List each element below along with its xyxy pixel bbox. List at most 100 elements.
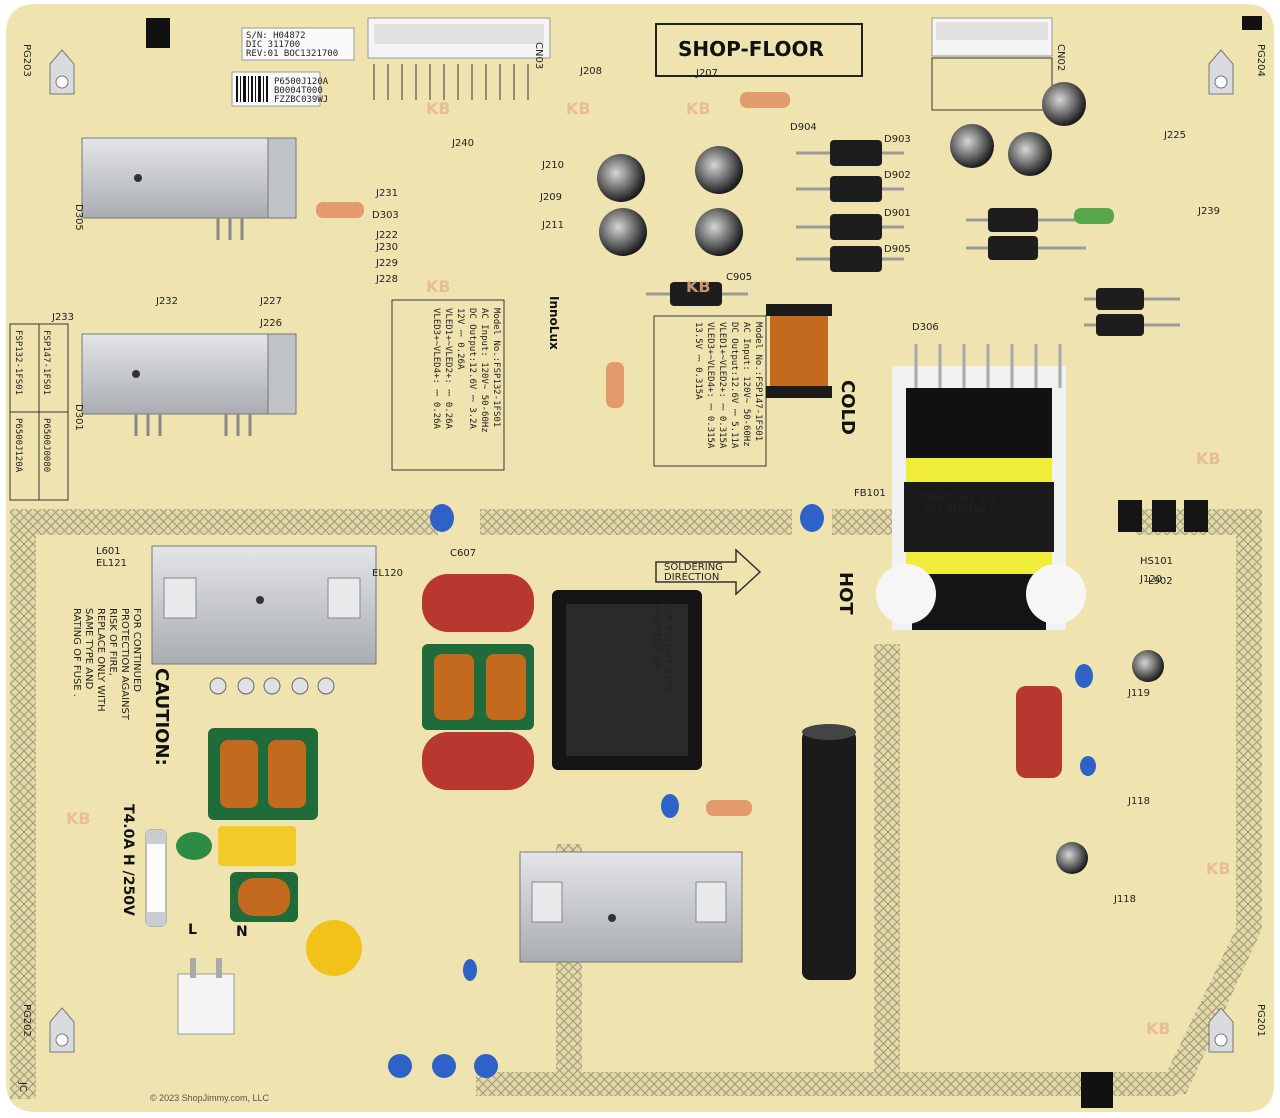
copyright-notice: © 2023 ShopJimmy.com, LLC — [150, 1093, 270, 1103]
svg-text:P6500J120A: P6500J120A — [274, 77, 329, 87]
svg-text:KB: KB — [66, 809, 91, 828]
svg-text:PROTECTION AGAINST: PROTECTION AGAINST — [119, 608, 130, 721]
svg-text:H-POT2115 GP: H-POT2115 GP — [651, 604, 661, 670]
svg-text:J222: J222 — [375, 230, 398, 241]
svg-text:VLED1+~VLED2+: ⎓ 0.315A: VLED1+~VLED2+: ⎓ 0.315A — [717, 322, 727, 449]
svg-text:REPLACE ONLY WITH: REPLACE ONLY WITH — [95, 608, 106, 712]
svg-text:D905: D905 — [884, 244, 911, 255]
varistor-va101 — [306, 920, 362, 976]
fiducial-right — [1242, 16, 1262, 30]
svg-text:HS101: HS101 — [1140, 556, 1173, 567]
transformer-t101: FSP 8TAJ1J0001S H-POT2816 F1H — [876, 366, 1086, 630]
kb-watermarks: KB KB KB KB KB KB KB KB KB — [66, 99, 1231, 1038]
svg-text:KB: KB — [686, 99, 711, 118]
svg-text:H-POT2816 F1H: H-POT2816 F1H — [926, 503, 996, 513]
svg-text:KB: KB — [566, 99, 591, 118]
model-block-2: Model No.:FSP147-1FS01 AC Input: 120V~ 5… — [653, 315, 767, 467]
svg-text:J118: J118 — [1113, 894, 1136, 905]
resistors — [316, 92, 1114, 816]
svg-text:D303: D303 — [372, 210, 399, 221]
mounting-pads — [49, 49, 1234, 1053]
designator-cn03: CN03 — [533, 42, 544, 69]
svg-text:DC Output:12.6V ⎓ 3.2A: DC Output:12.6V ⎓ 3.2A — [467, 308, 477, 430]
svg-text:SOLDERING: SOLDERING — [664, 562, 723, 573]
electrolytic-capacitors-top — [597, 82, 1164, 874]
heatsink-hs901 — [81, 333, 297, 415]
svg-text:VLED1+~VLED2+: ⎓ 0.26A: VLED1+~VLED2+: ⎓ 0.26A — [443, 308, 453, 430]
svg-text:J211: J211 — [541, 220, 564, 231]
barcode-sticker: P6500J120A B0004T000 FZZBC039WJ — [231, 71, 329, 107]
svg-text:L902: L902 — [1148, 576, 1173, 587]
svg-text:KB: KB — [426, 99, 451, 118]
fuse-f101 — [145, 829, 167, 927]
svg-text:C905: C905 — [726, 272, 752, 283]
fiducial-top — [146, 18, 170, 48]
film-capacitors — [422, 574, 1062, 790]
svg-text:KB: KB — [1146, 1019, 1171, 1038]
svg-text:KB: KB — [1206, 859, 1231, 878]
svg-text:FSP147-1FS01: FSP147-1FS01 — [41, 330, 51, 395]
svg-text:J208: J208 — [579, 66, 602, 77]
svg-text:D306: D306 — [912, 322, 939, 333]
heatsink-hs601 — [519, 851, 743, 963]
hot-side-label: HOT — [835, 572, 856, 615]
svg-text:VLED3+~VLED4+: ⎓ 0.315A: VLED3+~VLED4+: ⎓ 0.315A — [705, 322, 715, 449]
optocouplers — [1118, 500, 1208, 532]
designator-hs902: D305 — [73, 204, 84, 231]
heatsink-hs101 — [151, 545, 377, 665]
svg-text:J207: J207 — [695, 68, 718, 79]
thermistor-tm101 — [176, 832, 212, 860]
connector-cn01 — [177, 958, 235, 1035]
connector-cn02 — [931, 17, 1053, 111]
pin-labels-cn03 — [373, 64, 529, 100]
designator-pg201: PG201 — [1255, 1004, 1266, 1037]
svg-text:P6500J0080: P6500J0080 — [41, 418, 51, 472]
svg-text:KB: KB — [426, 277, 451, 296]
svg-text:Model No.:FSP132-1FS01: Model No.:FSP132-1FS01 — [491, 308, 501, 427]
heatsink-hs902 — [81, 137, 297, 219]
svg-text:13.5V ⎓ 0.315A: 13.5V ⎓ 0.315A — [693, 322, 703, 400]
svg-text:P6500J120A: P6500J120A — [13, 418, 23, 473]
bulk-capacitor-c601 — [802, 724, 856, 980]
bridge-terminals — [209, 677, 335, 695]
svg-text:RATING OF FUSE .: RATING OF FUSE . — [71, 608, 82, 697]
transformer-t601: FSP 8TJ1J87 01BS H-POT2115 GP — [552, 590, 702, 770]
svg-text:J118: J118 — [1127, 796, 1150, 807]
svg-text:FSP 8TAJ1J0001S: FSP 8TAJ1J0001S — [915, 491, 996, 501]
svg-text:RISK OF FIRE,: RISK OF FIRE, — [107, 608, 118, 676]
shop-floor-label: SHOP-FLOOR — [678, 37, 824, 61]
inductor-l901 — [766, 304, 832, 398]
svg-text:AC Input: 120V~ 50-60Hz: AC Input: 120V~ 50-60Hz — [741, 322, 751, 447]
y-capacitors — [388, 504, 1096, 1078]
svg-text:FSP132-1FS01: FSP132-1FS01 — [13, 330, 23, 395]
svg-text:D901: D901 — [884, 208, 911, 219]
fuse-rating-label: T4.0A H /250V — [120, 804, 136, 916]
svg-text:Model No.:FSP147-1FS01: Model No.:FSP147-1FS01 — [753, 322, 763, 441]
x-capacitor-cx101 — [218, 826, 296, 866]
common-mode-choke-lf601 — [422, 644, 534, 730]
svg-text:J239: J239 — [1197, 206, 1220, 217]
caution-note: FOR CONTINUED PROTECTION AGAINST RISK OF… — [71, 608, 142, 721]
transistor-legs — [134, 218, 252, 436]
svg-text:J226: J226 — [259, 318, 282, 329]
svg-text:FZZBC039WJ: FZZBC039WJ — [274, 95, 328, 105]
designator-hs901: D301 — [73, 404, 84, 431]
svg-text:J229: J229 — [375, 258, 398, 269]
connector-cn03 — [367, 17, 551, 59]
toroid-lf101 — [230, 872, 298, 922]
svg-text:FOR CONTINUED: FOR CONTINUED — [131, 608, 142, 692]
svg-text:DIC 311700: DIC 311700 — [246, 40, 300, 50]
svg-text:FSP 8TJ1J87 01BS: FSP 8TJ1J87 01BS — [663, 604, 673, 691]
line-label: L — [188, 922, 197, 938]
svg-text:C607: C607 — [450, 548, 476, 559]
designator-cn02: CN02 — [1055, 44, 1066, 71]
serial-sticker: S/N: H04872 DIC 311700 REV:01 BOC1321700 — [241, 27, 355, 61]
model-table: FSP132-1FS01 P6500J120A FSP147-1FS01 P65… — [9, 323, 69, 501]
model-block-1: Model No.:FSP132-1FS01 AC Input: 120V~ 5… — [391, 299, 505, 471]
svg-text:J210: J210 — [541, 160, 564, 171]
svg-text:EL120: EL120 — [372, 568, 403, 579]
svg-text:J231: J231 — [375, 188, 398, 199]
svg-text:J233: J233 — [51, 312, 74, 323]
svg-text:S/N: H04872: S/N: H04872 — [246, 31, 306, 41]
svg-text:D903: D903 — [884, 134, 911, 145]
